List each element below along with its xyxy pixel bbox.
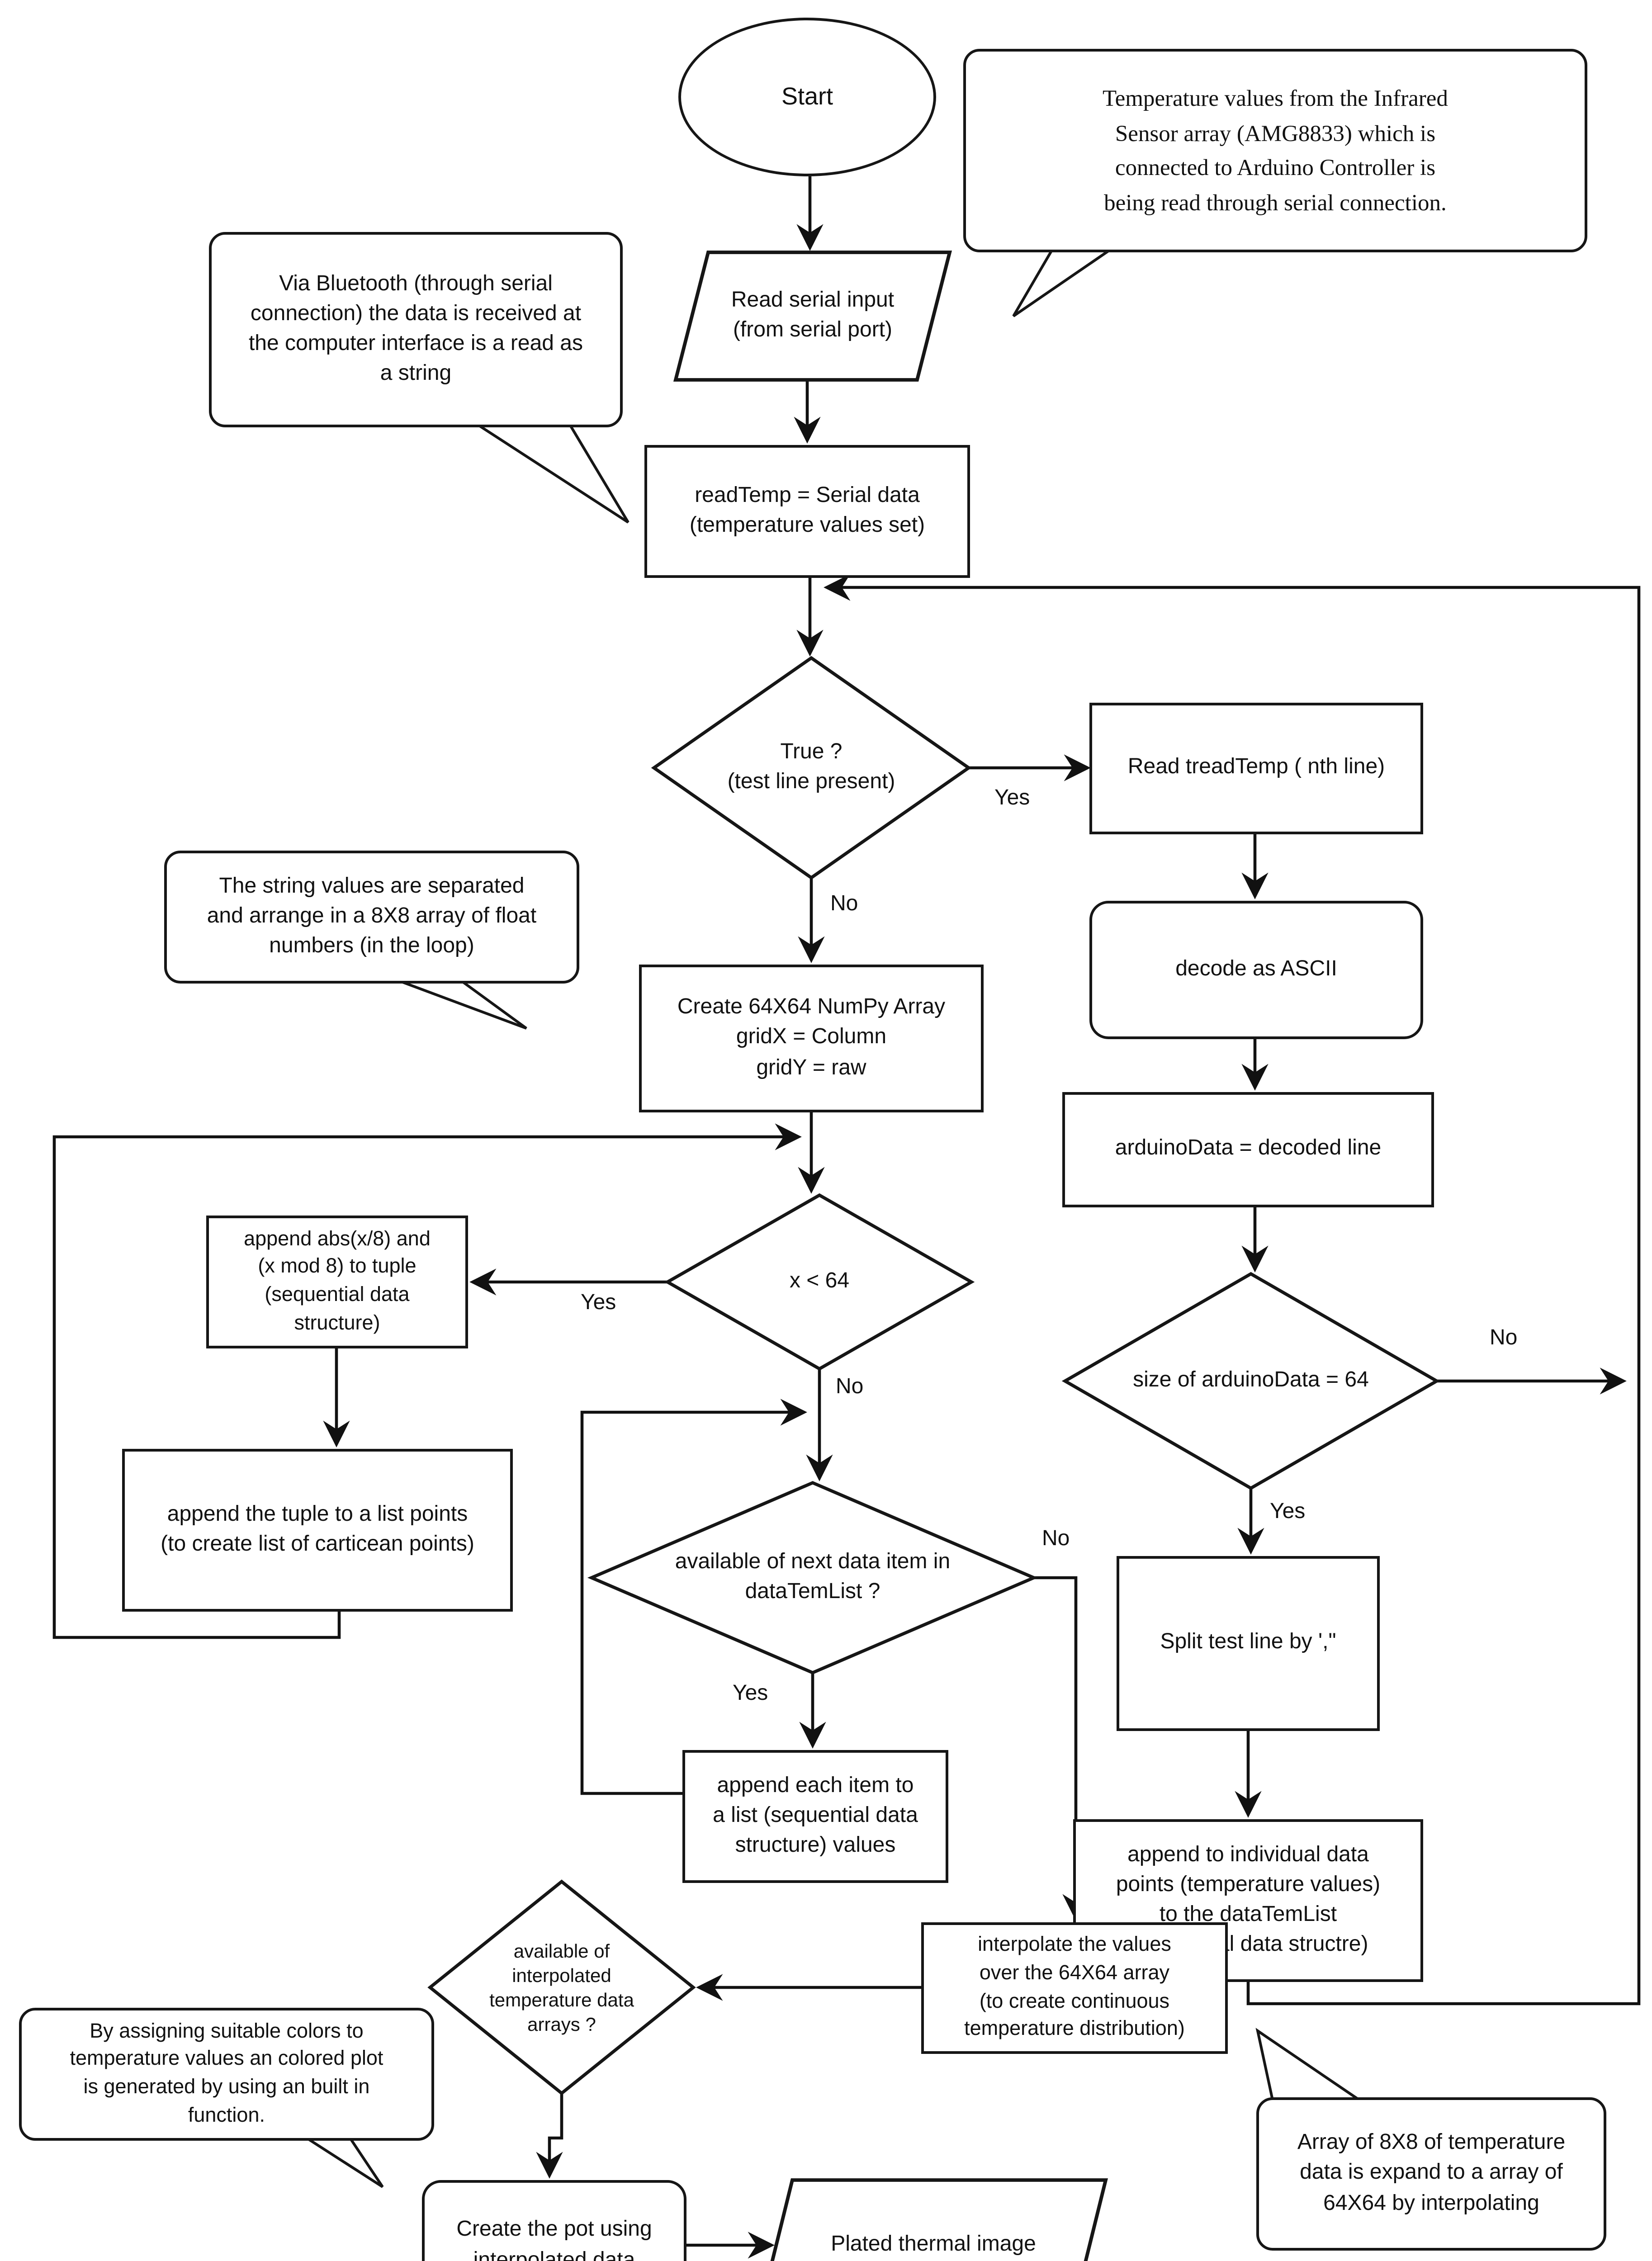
decode-ascii-box: decode as ASCII [1089,901,1423,1039]
string-callout-tail [398,979,527,1030]
bluetooth-callout: Via Bluetooth (through serial connection… [209,232,623,427]
edge-label-next-yes: Yes [733,1682,768,1705]
edge-availinterp-createpot [536,2093,563,2179]
arduinodata-box: arduinoData = decoded line [1062,1092,1434,1207]
read-serial-parallelogram [673,251,952,382]
edge-label-true-yes: Yes [994,787,1030,810]
append-abs-box: append abs(x/8) and (x mod 8) to tuple (… [206,1216,468,1348]
edge-next-no [1034,1576,1089,1921]
edge-label-size-yes: Yes [1270,1500,1306,1523]
io-shapes-group [673,251,1108,2261]
x64-decision-label: x < 64 [789,1270,850,1293]
true-decision-diamond [651,656,972,880]
x64-decision-diamond [664,1193,975,1371]
edge-label-true-no: No [830,893,858,916]
diamonds-group [427,656,1440,2095]
edge-outer-x-loop [52,1123,802,1639]
string-values-callout: The string values are separated and arra… [164,851,579,984]
read-serial-label: Read serial input (from serial port) [731,289,895,342]
create64-box: Create 64X64 NumPy Array gridX = Column … [639,965,984,1112]
edge-label-next-no: No [1042,1528,1070,1551]
interp-decision-label: available of interpolated temperature da… [489,1939,634,2035]
plated-image-parallelogram [770,2178,1108,2261]
colors-callout: By assigning suitable colors to temperat… [19,2008,434,2141]
readtemp-process-box: readTemp = Serial data (temperature valu… [644,445,970,578]
sensor-callout-tail [1012,250,1109,317]
edge-label-x64-no: No [836,1376,864,1399]
array8x8-callout-tail [1255,2028,1360,2101]
edge-right-loop-back [824,574,1641,2006]
split-line-box: Split test line by '," [1117,1556,1380,1731]
append-each-box: append each item to a list (sequential d… [682,1750,948,1883]
sensor-callout: Temperature values from the Infrared Sen… [963,49,1587,252]
size-decision-diamond [1061,1272,1440,1490]
read-treadtemp-box: Read treadTemp ( nth line) [1089,703,1423,834]
interpolate-box: interpolate the values over the 64X64 ar… [921,1922,1228,2054]
next-item-decision-diamond [587,1481,1038,1674]
edge-label-x64-yes: Yes [581,1291,616,1315]
start-terminator: Start [678,18,936,176]
create-pot-box: Create the pot using interpolated data [422,2180,686,2261]
colors-callout-tail [306,2137,384,2188]
interp-decision-diamond [427,1879,696,2095]
true-decision-label: True ? (test line present) [727,741,895,794]
next-item-decision-label: available of next data item in dataTemLi… [675,1551,951,1604]
size-decision-label: size of arduinoData = 64 [1133,1369,1369,1392]
plated-image-label: Plated thermal image [831,2233,1036,2256]
append-tuple-box: append the tuple to a list points (to cr… [122,1449,513,1612]
edges-group [52,176,1641,2259]
callout-tails-group [306,250,1360,2188]
edge-label-size-no: No [1490,1327,1518,1350]
edge-inner-item-loop [580,1399,807,1795]
array8x8-callout: Array of 8X8 of temperature data is expa… [1256,2097,1606,2251]
bluetooth-callout-tail [477,423,630,524]
